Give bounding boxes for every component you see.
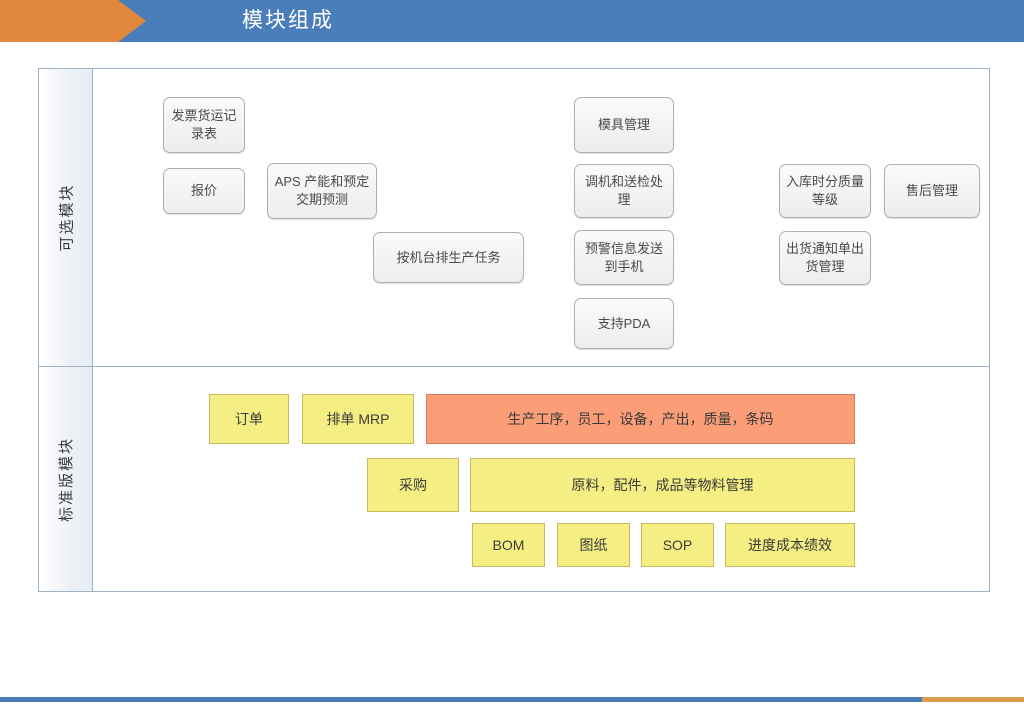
optional-module-box[interactable]: 发票货运记录表 <box>163 97 245 153</box>
standard-module-box[interactable]: 订单 <box>209 394 289 444</box>
standard-module-box[interactable]: 生产工序，员工，设备，产出，质量，条码 <box>426 394 855 444</box>
footer-bar <box>0 697 1024 702</box>
optional-module-box[interactable]: 报价 <box>163 168 245 214</box>
footer-accent-orange <box>922 697 1024 702</box>
optional-module-box[interactable]: 支持PDA <box>574 298 674 349</box>
standard-module-box[interactable]: 原料，配件，成品等物料管理 <box>470 458 855 512</box>
standard-module-box[interactable]: 进度成本绩效 <box>725 523 855 567</box>
standard-module-box[interactable]: BOM <box>472 523 545 567</box>
footer-accent-blue <box>0 697 922 702</box>
header-bar: 模块组成 <box>0 0 1024 42</box>
optional-module-box[interactable]: 预警信息发送到手机 <box>574 230 674 285</box>
section-label-optional: 可选模块 <box>39 69 92 366</box>
optional-module-box[interactable]: 入库时分质量等级 <box>779 164 871 218</box>
optional-module-box[interactable]: 售后管理 <box>884 164 980 218</box>
module-composition-diagram: 可选模块 标准版模块 发票货运记录表报价 APS 产能和预定交期预测按机台排生产任… <box>38 68 990 592</box>
section-label-standard: 标准版模块 <box>39 367 92 591</box>
page-title: 模块组成 <box>242 9 334 32</box>
section-divider <box>39 366 989 367</box>
optional-module-box[interactable]: 按机台排生产任务 <box>373 232 524 283</box>
banner-arrow-icon <box>0 0 146 42</box>
sidebar-column-divider <box>92 69 93 591</box>
section-label-standard-text: 标准版模块 <box>58 436 76 522</box>
standard-module-box[interactable]: 采购 <box>367 458 459 512</box>
standard-module-box[interactable]: 排单 MRP <box>302 394 414 444</box>
optional-module-box[interactable]: 出货通知单出货管理 <box>779 231 871 285</box>
optional-module-box[interactable]: APS 产能和预定交期预测 <box>267 163 377 219</box>
optional-module-box[interactable]: 调机和送检处理 <box>574 164 674 218</box>
section-label-optional-text: 可选模块 <box>58 183 76 252</box>
optional-module-box[interactable]: 模具管理 <box>574 97 674 153</box>
standard-module-box[interactable]: 图纸 <box>557 523 630 567</box>
standard-module-box[interactable]: SOP <box>641 523 714 567</box>
